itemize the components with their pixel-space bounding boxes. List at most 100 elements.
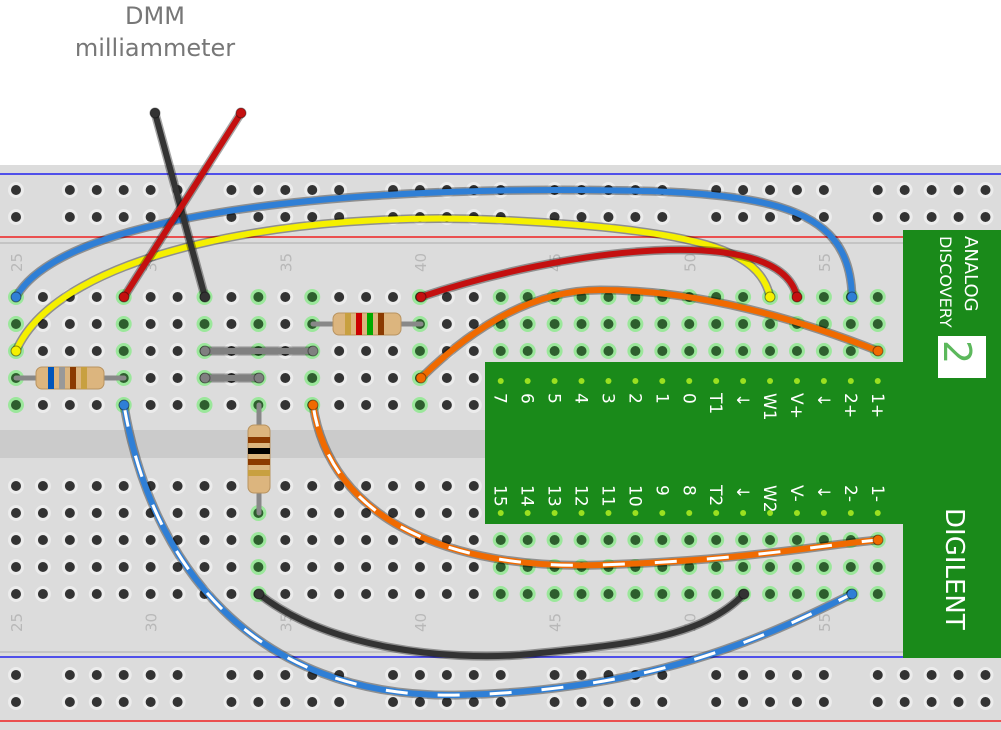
- breadboard-hole[interactable]: [361, 373, 372, 383]
- breadboard-hole[interactable]: [468, 562, 479, 572]
- breadboard-hole[interactable]: [11, 589, 21, 599]
- breadboard-hole[interactable]: [791, 589, 802, 599]
- breadboard-hole[interactable]: [711, 562, 722, 572]
- breadboard-hole[interactable]: [468, 697, 479, 707]
- breadboard-hole[interactable]: [172, 670, 183, 680]
- breadboard-hole[interactable]: [818, 212, 829, 222]
- breadboard-hole[interactable]: [172, 292, 183, 302]
- breadboard-hole[interactable]: [603, 346, 614, 356]
- breadboard-hole[interactable]: [926, 212, 937, 222]
- breadboard-hole[interactable]: [899, 670, 910, 680]
- breadboard-hole[interactable]: [145, 319, 156, 329]
- breadboard-hole[interactable]: [11, 319, 21, 329]
- breadboard-hole[interactable]: [576, 589, 587, 599]
- breadboard-hole[interactable]: [603, 535, 614, 545]
- breadboard-hole[interactable]: [765, 319, 776, 329]
- breadboard-hole[interactable]: [414, 697, 425, 707]
- breadboard-hole[interactable]: [37, 481, 48, 491]
- breadboard-hole[interactable]: [91, 319, 102, 329]
- breadboard-hole[interactable]: [630, 212, 641, 222]
- wire-orange-top[interactable]: [415, 285, 884, 384]
- breadboard-hole[interactable]: [872, 292, 883, 302]
- breadboard-hole[interactable]: [64, 535, 75, 545]
- breadboard-hole[interactable]: [37, 319, 48, 329]
- breadboard-hole[interactable]: [872, 562, 883, 572]
- breadboard-hole[interactable]: [91, 212, 102, 222]
- breadboard-hole[interactable]: [334, 346, 345, 356]
- breadboard-hole[interactable]: [334, 292, 345, 302]
- resistor[interactable]: [310, 312, 424, 336]
- breadboard-hole[interactable]: [172, 319, 183, 329]
- breadboard-hole[interactable]: [118, 508, 129, 518]
- breadboard-hole[interactable]: [64, 589, 75, 599]
- breadboard-hole[interactable]: [414, 562, 425, 572]
- breadboard-hole[interactable]: [226, 697, 237, 707]
- breadboard-hole[interactable]: [172, 589, 183, 599]
- breadboard-hole[interactable]: [576, 697, 587, 707]
- breadboard-hole[interactable]: [576, 346, 587, 356]
- breadboard-hole[interactable]: [791, 346, 802, 356]
- breadboard-hole[interactable]: [199, 508, 210, 518]
- breadboard-hole[interactable]: [37, 589, 48, 599]
- breadboard-hole[interactable]: [576, 292, 587, 302]
- breadboard-hole[interactable]: [468, 346, 479, 356]
- breadboard-hole[interactable]: [549, 212, 560, 222]
- breadboard-hole[interactable]: [118, 697, 129, 707]
- breadboard-hole[interactable]: [64, 212, 75, 222]
- breadboard-hole[interactable]: [953, 185, 964, 195]
- breadboard-hole[interactable]: [280, 212, 291, 222]
- breadboard-hole[interactable]: [91, 185, 102, 195]
- breadboard-hole[interactable]: [280, 373, 291, 383]
- breadboard-hole[interactable]: [361, 562, 372, 572]
- breadboard-hole[interactable]: [388, 562, 399, 572]
- breadboard-hole[interactable]: [414, 589, 425, 599]
- breadboard-hole[interactable]: [334, 535, 345, 545]
- breadboard-hole[interactable]: [253, 670, 264, 680]
- breadboard-hole[interactable]: [307, 481, 318, 491]
- breadboard-hole[interactable]: [64, 481, 75, 491]
- breadboard-hole[interactable]: [388, 670, 399, 680]
- breadboard-hole[interactable]: [388, 508, 399, 518]
- breadboard-hole[interactable]: [468, 400, 479, 410]
- breadboard-hole[interactable]: [388, 373, 399, 383]
- breadboard-hole[interactable]: [388, 697, 399, 707]
- breadboard-hole[interactable]: [334, 562, 345, 572]
- breadboard-hole[interactable]: [657, 697, 668, 707]
- breadboard-hole[interactable]: [11, 481, 21, 491]
- breadboard-hole[interactable]: [37, 346, 48, 356]
- breadboard-hole[interactable]: [711, 346, 722, 356]
- breadboard-hole[interactable]: [791, 185, 802, 195]
- breadboard-hole[interactable]: [388, 481, 399, 491]
- wire-blue-top[interactable]: [10, 185, 858, 303]
- breadboard-hole[interactable]: [791, 535, 802, 545]
- breadboard-hole[interactable]: [468, 481, 479, 491]
- breadboard-hole[interactable]: [872, 697, 883, 707]
- breadboard-hole[interactable]: [118, 535, 129, 545]
- breadboard-hole[interactable]: [711, 589, 722, 599]
- breadboard-hole[interactable]: [307, 697, 318, 707]
- breadboard-hole[interactable]: [226, 292, 237, 302]
- breadboard-hole[interactable]: [172, 697, 183, 707]
- breadboard-hole[interactable]: [199, 319, 210, 329]
- breadboard-hole[interactable]: [495, 292, 506, 302]
- breadboard-hole[interactable]: [603, 589, 614, 599]
- breadboard-hole[interactable]: [280, 697, 291, 707]
- breadboard-hole[interactable]: [872, 185, 883, 195]
- breadboard-hole[interactable]: [226, 319, 237, 329]
- breadboard-hole[interactable]: [576, 212, 587, 222]
- breadboard-hole[interactable]: [37, 400, 48, 410]
- breadboard-hole[interactable]: [522, 535, 533, 545]
- breadboard-hole[interactable]: [388, 535, 399, 545]
- breadboard-hole[interactable]: [818, 292, 829, 302]
- breadboard-hole[interactable]: [980, 185, 991, 195]
- breadboard-hole[interactable]: [468, 292, 479, 302]
- breadboard-hole[interactable]: [118, 212, 129, 222]
- breadboard-hole[interactable]: [226, 400, 237, 410]
- breadboard-hole[interactable]: [899, 185, 910, 195]
- breadboard-hole[interactable]: [37, 562, 48, 572]
- resistor[interactable]: [13, 366, 127, 390]
- breadboard-hole[interactable]: [91, 346, 102, 356]
- wire-blue-bottom[interactable]: [118, 399, 858, 700]
- breadboard-hole[interactable]: [307, 185, 318, 195]
- breadboard-hole[interactable]: [657, 535, 668, 545]
